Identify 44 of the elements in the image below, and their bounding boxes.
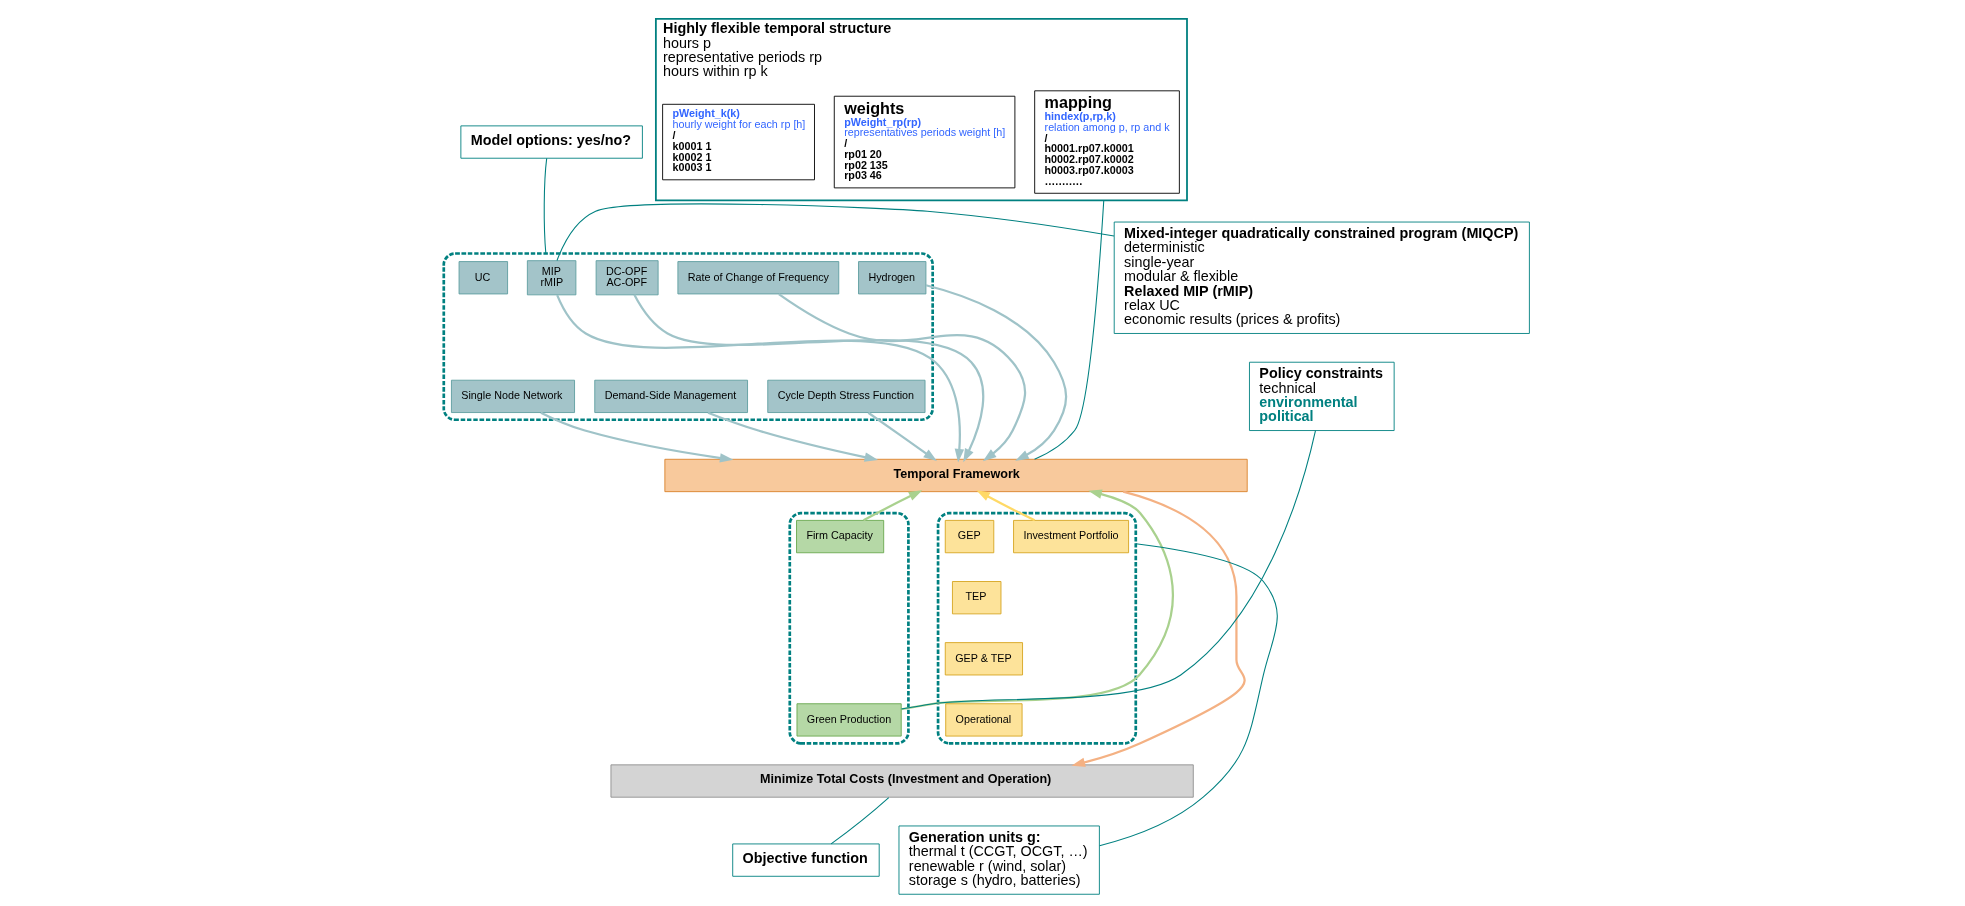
node-box: Minimize Total Costs (Investment and Operation) bbox=[610, 764, 1194, 798]
connector bbox=[1098, 543, 1278, 847]
arrow bbox=[632, 294, 984, 463]
node-box: Operational bbox=[944, 703, 1023, 737]
node-box: GEP & TEP bbox=[944, 642, 1023, 676]
node-box: Generation units g: thermal t (CCGT, OCGT, …) renewable r (wind, solar) storage s (hydro, batteries) bbox=[898, 825, 1100, 895]
node-box: Objective function bbox=[731, 843, 880, 877]
arrow bbox=[777, 293, 1026, 462]
node-box: Investment Portfolio bbox=[1012, 519, 1129, 554]
node-box: Demand-Side Management bbox=[593, 379, 748, 413]
arrow bbox=[707, 411, 878, 462]
connector bbox=[1033, 199, 1104, 460]
node-box: DC-OPF AC-OPF bbox=[595, 260, 659, 296]
arrow bbox=[867, 411, 937, 462]
node-box: Rate of Change of Frequency bbox=[676, 261, 839, 295]
node-box: Firm Capacity bbox=[795, 519, 884, 554]
arrow bbox=[862, 490, 922, 522]
node-box: Hydrogen bbox=[857, 261, 926, 295]
node-box: Single Node Network bbox=[450, 379, 575, 413]
arrow bbox=[555, 294, 964, 463]
node-box: Temporal Framework bbox=[663, 458, 1248, 493]
connector bbox=[900, 430, 1316, 710]
node-box: pWeight_k(k) hourly weight for each rp [h] / k0001 1 k0002 1 k0003 1 bbox=[661, 103, 815, 181]
node-box: MIP rMIP bbox=[526, 260, 576, 296]
connector bbox=[555, 203, 1115, 261]
node-box: Green Production bbox=[796, 703, 902, 737]
node-box: UC bbox=[458, 261, 508, 295]
arrow bbox=[539, 411, 733, 463]
node-box: GEP bbox=[944, 519, 994, 554]
cluster bbox=[787, 511, 910, 745]
node-box: weights pWeight_rp(rp) representatives periods weight [h] / rp01 20 rp02 135 rp03 46 bbox=[833, 95, 1015, 189]
connector bbox=[830, 797, 889, 845]
node-box: mapping hindex(p,rp,k) relation among p, rp and k / h0001.rp07.k0001 h0002.rp07.k0002 h0003.rp07.k0003 ….….… bbox=[1033, 90, 1180, 194]
node-box: TEP bbox=[951, 581, 1001, 615]
arrow bbox=[925, 284, 1067, 461]
cluster bbox=[936, 511, 1137, 745]
node-box: Policy constraints technical environmental political bbox=[1248, 361, 1395, 431]
cluster bbox=[441, 252, 934, 422]
arrow bbox=[900, 489, 1174, 711]
node-box: Model options: yes/no? bbox=[459, 125, 643, 159]
node-box: Cycle Depth Stress Function bbox=[766, 379, 925, 413]
arrow bbox=[1071, 490, 1246, 767]
node-box: Mixed-integer quadratically constrained program (MIQCP) deterministic single-year modular & flexible Relaxed MIP (rMIP) relax UC economic results (prices & profits) bbox=[1113, 221, 1530, 334]
connector bbox=[543, 157, 547, 255]
